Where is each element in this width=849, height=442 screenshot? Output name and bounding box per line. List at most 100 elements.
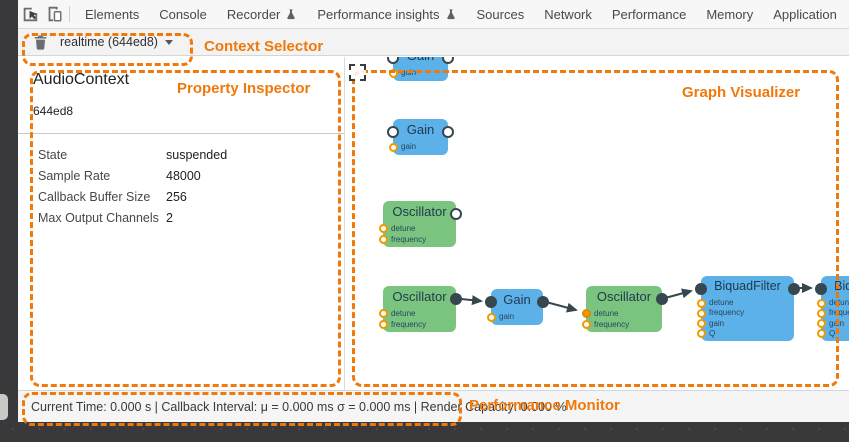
param-port-frequency	[379, 320, 388, 329]
tab-label: Application	[773, 6, 837, 22]
node-title: Gain	[406, 122, 435, 137]
param-label: detune	[391, 223, 416, 233]
param-port-frequency	[697, 308, 706, 318]
property-value: suspended	[166, 148, 228, 162]
param-label: frequency	[829, 308, 849, 318]
node-title: Gain	[503, 292, 531, 307]
audiocontext-id: 644ed8	[33, 104, 74, 118]
page-background	[0, 422, 849, 442]
tab-label: Performance	[611, 6, 687, 22]
param-label: gain	[709, 318, 725, 328]
param-port-detune	[379, 224, 388, 233]
param-port-frequency	[582, 320, 591, 329]
tab-performance-insights[interactable]: Performance insights	[307, 0, 466, 28]
graph-visualizer-canvas[interactable]: GaingainGaingainOscillatordetunefrequenc…	[346, 57, 849, 390]
param-label: detune	[391, 308, 416, 318]
tab-application[interactable]: Application	[763, 0, 847, 28]
property-row: State suspended	[38, 145, 344, 166]
focus-marker	[349, 64, 366, 81]
toolbar-separator	[69, 6, 70, 22]
inspect-element-button[interactable]	[18, 3, 42, 25]
tab-memory[interactable]: Memory	[696, 0, 763, 28]
delete-context-button[interactable]	[31, 31, 49, 53]
tab-label: Performance insights	[317, 6, 440, 22]
output-port	[537, 296, 549, 308]
tab-label: Network	[544, 6, 592, 22]
output-port	[656, 293, 668, 305]
param-label: frequency	[391, 234, 427, 244]
property-value: 48000	[166, 169, 201, 183]
param-port-frequency	[379, 235, 388, 244]
param-port-gain	[697, 319, 706, 329]
output-port	[450, 208, 462, 220]
context-selector-value[interactable]: realtime (644ed8)	[60, 35, 158, 49]
property-label: State	[38, 148, 68, 162]
param-label: Q	[709, 328, 716, 338]
param-port-frequency	[817, 308, 826, 318]
graph-node-gain-mid[interactable]: Gain gain	[387, 119, 454, 155]
device-toolbar-icon	[48, 6, 62, 22]
param-port-gain	[817, 319, 826, 329]
page-edge-notch	[0, 394, 8, 420]
param-port-gain	[389, 68, 398, 78]
param-port-gain	[487, 312, 496, 322]
input-port	[485, 296, 497, 308]
param-port-Q	[697, 329, 706, 339]
tab-recorder[interactable]: Recorder	[217, 0, 307, 28]
param-port-detune	[379, 309, 388, 318]
property-label: Callback Buffer Size	[38, 190, 151, 204]
tab-sources[interactable]: Sources	[467, 0, 535, 28]
node-title: BiquadFilter	[714, 279, 781, 293]
chevron-down-icon[interactable]	[164, 39, 173, 45]
param-port-gain	[389, 142, 398, 152]
input-port	[387, 126, 399, 138]
tab-performance[interactable]: Performance	[602, 0, 696, 28]
param-label: detune	[829, 298, 849, 308]
param-label: detune	[594, 308, 619, 318]
tab-label: Console	[159, 6, 207, 22]
param-label: gain	[401, 68, 417, 77]
trash-icon	[34, 35, 46, 50]
node-title: Oscillator	[392, 204, 447, 219]
tab-network[interactable]: Network	[534, 0, 602, 28]
tab-label: Recorder	[226, 6, 281, 22]
node-title: Oscillator	[596, 289, 652, 304]
param-label: frequency	[709, 308, 745, 318]
output-port	[442, 126, 454, 138]
input-port	[695, 283, 707, 295]
param-port-detune	[817, 298, 826, 308]
input-port	[387, 57, 399, 64]
property-label: Max Output Channels	[38, 211, 159, 225]
devtools-window: Elements Console Recorder Performance insig…	[18, 0, 849, 422]
device-toolbar-button[interactable]	[42, 3, 66, 25]
input-port	[815, 283, 827, 295]
tab-console[interactable]: Console	[149, 0, 217, 28]
property-value: 256	[166, 190, 187, 204]
flask-icon	[446, 8, 455, 19]
param-label: gain	[829, 318, 845, 328]
audiocontext-title: AudioContext	[33, 71, 130, 88]
param-label: gain	[401, 142, 417, 151]
devtools-tabbar: Elements Console Recorder Performance insig…	[18, 0, 849, 29]
tab-label: Sources	[476, 6, 525, 22]
tab-elements[interactable]: Elements	[75, 0, 149, 28]
graph-node-gain-chain[interactable]: Gain gain	[485, 289, 549, 325]
inspector-divider	[18, 133, 344, 134]
output-port	[788, 283, 800, 295]
property-value: 2	[166, 211, 173, 225]
output-port	[442, 57, 454, 64]
property-row: Max Output Channels 2	[38, 208, 344, 229]
tab-label: Elements	[85, 6, 140, 22]
param-label: gain	[499, 312, 515, 321]
param-port-detune	[697, 298, 706, 308]
param-label: frequency	[391, 319, 427, 329]
property-label: Sample Rate	[38, 169, 111, 183]
